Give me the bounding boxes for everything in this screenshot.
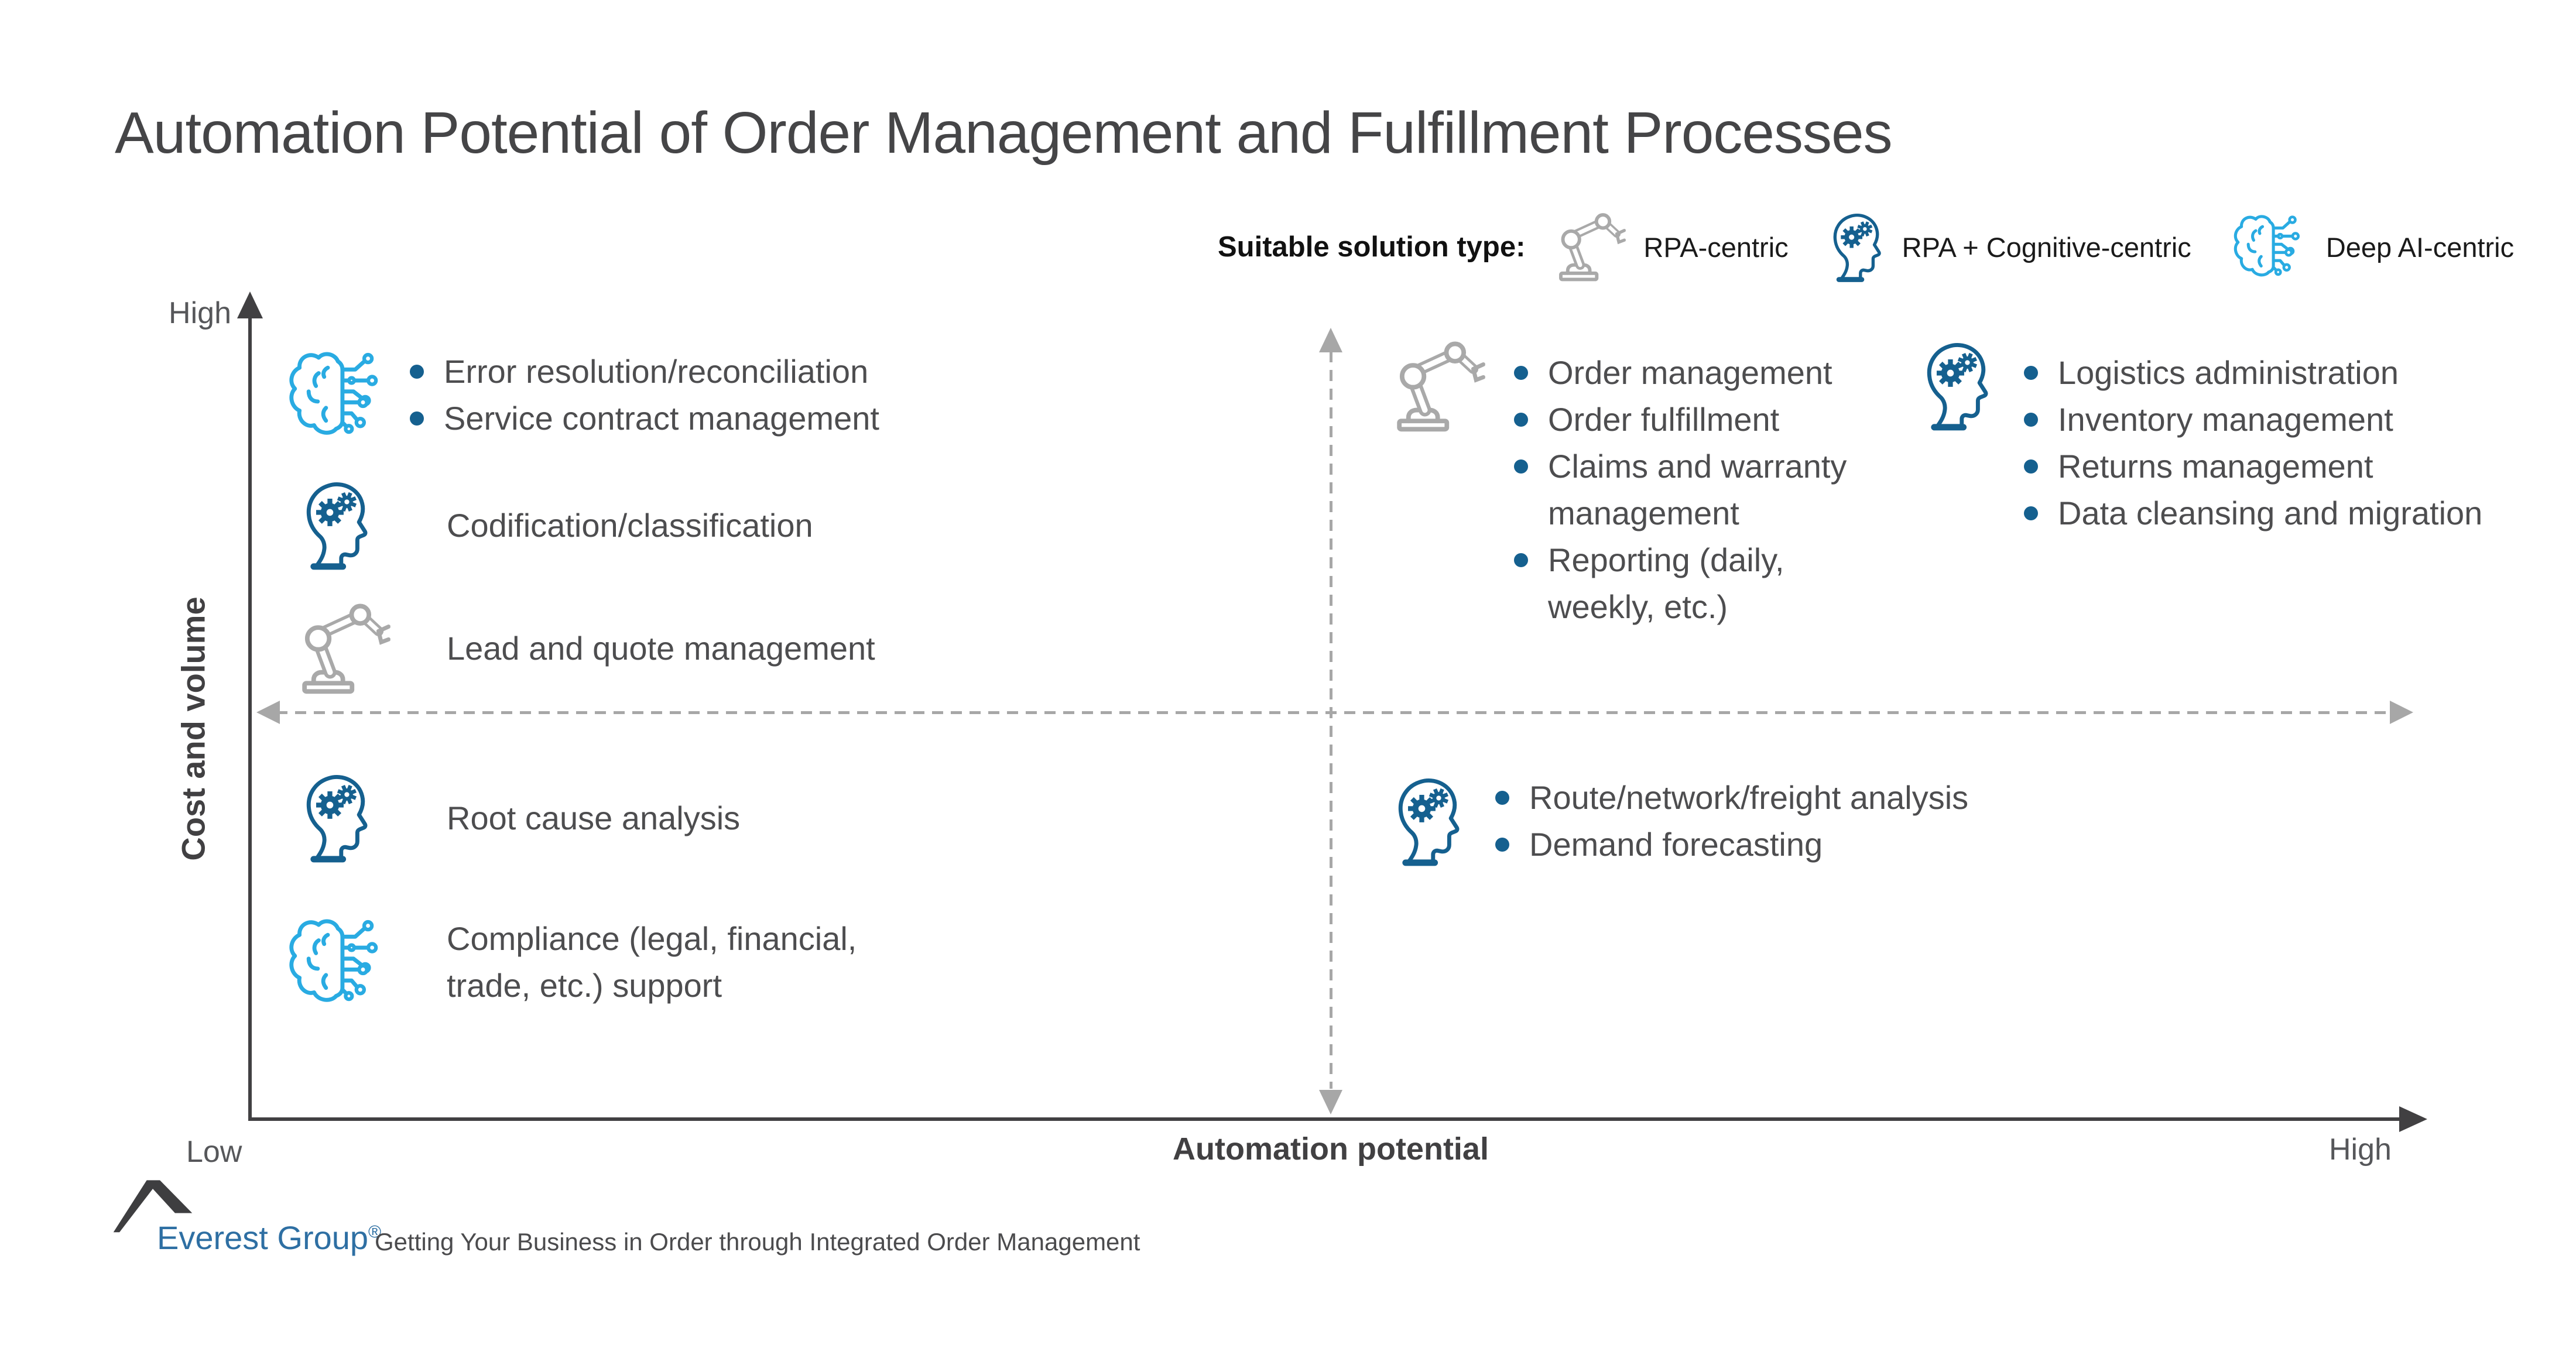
divider-arrow-down-icon [1319, 1090, 1342, 1114]
head-gears-icon [293, 773, 374, 863]
bullet-dot [2024, 506, 2038, 520]
brain-circuit-icon [286, 349, 386, 441]
bullet-dot [1495, 838, 1509, 852]
solution-type-legend: Suitable solution type: RPA-centric RPA … [1218, 210, 2514, 284]
list-item: Data cleansing and migration [2024, 490, 2482, 537]
process-group-rpa-top-left: Lead and quote management [290, 603, 875, 694]
bullet-dot [2024, 366, 2038, 380]
y-axis-high-label: High [169, 296, 231, 330]
bullet-dot [410, 411, 424, 426]
process-group-cognitive-bottom-right: Route/network/freight analysis Demand fo… [1385, 774, 1968, 868]
page-title: Automation Potential of Order Management… [115, 100, 1893, 166]
bullet-dot [1514, 366, 1528, 380]
x-axis-high-label: High [2329, 1133, 2392, 1167]
bullet-dot [2024, 459, 2038, 474]
list-item: Logistics administration [2024, 349, 2482, 396]
list-item: Reporting (daily, weekly, etc.) [1514, 537, 1847, 630]
list-item: Error resolution/reconciliation [410, 348, 879, 395]
y-axis-title: Cost and volume [174, 596, 212, 861]
y-axis-arrow-icon [237, 291, 263, 318]
process-group-rpa-top-right: Order management Order fulfillment Claim… [1385, 341, 1847, 630]
divider-arrow-left-icon [256, 701, 280, 724]
list-item: Inventory management [2024, 396, 2482, 443]
bullet-dot [1514, 459, 1528, 474]
robot-arm-icon [1385, 341, 1485, 432]
list-item: Order fulfillment [1514, 396, 1847, 443]
brain-circuit-icon [2231, 213, 2306, 281]
head-gears-icon [293, 480, 374, 571]
list-item: Route/network/freight analysis [1495, 774, 1968, 821]
legend-item-deep-ai: Deep AI-centric [2325, 231, 2515, 263]
x-axis-line [248, 1117, 2402, 1121]
list-item: Demand forecasting [1495, 821, 1968, 868]
y-axis-line [248, 316, 252, 1120]
process-group-deep-ai-top-left: Error resolution/reconciliation Service … [286, 348, 879, 442]
vertical-divider-dashed [1330, 351, 1332, 1089]
divider-arrow-up-icon [1319, 328, 1342, 352]
brand-logo-text: Everest Group® [157, 1219, 381, 1257]
registered-mark: ® [368, 1222, 382, 1242]
list-item: Service contract management [410, 395, 879, 442]
process-group-cognitive-bottom-left: Root cause analysis [293, 773, 740, 863]
list-item: Codification/classification [447, 506, 813, 544]
brand-name: Everest Group [157, 1219, 369, 1256]
x-axis-arrow-icon [2399, 1106, 2427, 1132]
bullet-dot [1495, 791, 1509, 805]
divider-arrow-right-icon [2390, 701, 2413, 724]
head-gears-icon [1385, 776, 1465, 867]
brain-circuit-icon [286, 917, 386, 1008]
bullet-dot [1514, 413, 1528, 427]
process-group-cognitive-top-right: Logistics administration Inventory manag… [1913, 341, 2482, 537]
legend-item-rpa-cognitive: RPA + Cognitive-centric [1902, 231, 2191, 263]
process-group-deep-ai-bottom-left: Compliance (legal, financial, trade, etc… [286, 915, 857, 1009]
head-gears-icon [1913, 341, 1994, 431]
list-item: Compliance (legal, financial, trade, etc… [447, 920, 857, 1004]
bullet-dot [2024, 413, 2038, 427]
list-item: Root cause analysis [447, 799, 741, 836]
list-item: Lead and quote management [447, 630, 875, 667]
y-axis-low-label: Low [186, 1135, 242, 1169]
list-item: Returns management [2024, 443, 2482, 490]
robot-arm-icon [290, 603, 390, 694]
legend-label: Suitable solution type: [1218, 231, 1526, 263]
x-axis-title: Automation potential [1173, 1131, 1489, 1167]
bullet-dot [410, 365, 424, 379]
list-item: Order management [1514, 349, 1847, 396]
head-gears-icon [1823, 212, 1886, 283]
process-group-cognitive-top-left: Codification/classification [293, 480, 813, 571]
horizontal-divider-dashed [276, 711, 2390, 714]
footer-tagline: Getting Your Business in Order through I… [375, 1228, 1140, 1256]
list-item: Claims and warranty management [1514, 443, 1847, 537]
robot-arm-icon [1550, 212, 1626, 282]
bullet-dot [1514, 553, 1528, 567]
legend-item-rpa-centric: RPA-centric [1643, 231, 1789, 263]
